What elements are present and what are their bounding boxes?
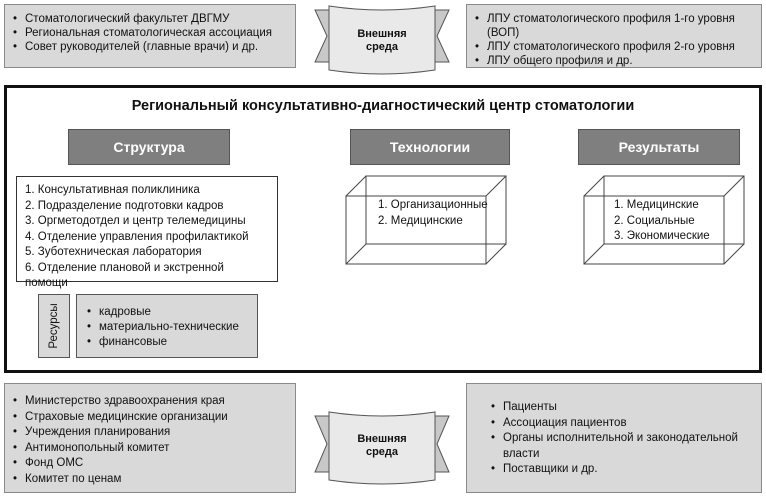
list-item: 4. Отделение управления профилактикой: [25, 230, 249, 243]
list-item: 2. Социальные: [614, 214, 695, 227]
list-item: кадровые: [85, 305, 249, 320]
results-list: 1. Медицинские 2. Социальные 3. Экономич…: [614, 198, 734, 245]
list-item: ЛПУ стоматологического профиля 1-го уров…: [473, 12, 755, 40]
banner-line: Внешняя: [357, 28, 407, 40]
list-item: Органы исполнительной и законодательной …: [489, 431, 753, 462]
list-item: Министерство здравоохранения края: [11, 394, 289, 410]
technologies-header: Технологии: [350, 129, 510, 165]
list-item: Фонд ОМС: [11, 456, 289, 472]
results-header: Результаты: [578, 129, 740, 165]
technologies-list: 1. Организационные 2. Медицинские: [378, 198, 498, 229]
resources-box: кадровые материально-технические финансо…: [76, 294, 258, 358]
list-item: ЛПУ стоматологического профиля 2-го уров…: [473, 40, 755, 54]
banner-line: среда: [365, 41, 399, 53]
list-item: 6. Отделение плановой и экстренной помощ…: [25, 261, 224, 290]
list-item: 3. Оргметодотдел и центр телемедицины: [25, 215, 246, 227]
bottom-banner-label: Внешняя среда: [330, 433, 434, 459]
list-item: 1. Консультативная поликлиника: [25, 184, 200, 196]
list-item: Стоматологический факультет ДВГМУ: [11, 12, 289, 26]
bottom-left-list: Министерство здравоохранения края Страхо…: [11, 394, 289, 487]
technologies-list-box: 1. Организационные 2. Медицинские: [378, 198, 498, 229]
list-item: Страховые медицинские организации: [11, 410, 289, 426]
list-item: 2. Медицинские: [378, 214, 463, 227]
resources-label-box: Ресурсы: [38, 294, 70, 358]
list-item: материально-технические: [85, 320, 249, 335]
list-item: Комитет по ценам: [11, 472, 289, 488]
top-left-box: Стоматологический факультет ДВГМУ Регион…: [4, 4, 296, 68]
list-item: Совет руководителей (главные врачи) и др…: [11, 40, 289, 54]
list-item: Поставщики и др.: [489, 462, 753, 478]
bottom-banner-shape: [314, 411, 450, 485]
results-cube: [583, 175, 745, 265]
resources-label: Ресурсы: [48, 303, 60, 349]
list-item: 3. Экономические: [614, 230, 710, 242]
bottom-left-box: Министерство здравоохранения края Страхо…: [4, 383, 296, 493]
center-title: Региональный консультативно-диагностичес…: [131, 98, 635, 114]
results-list-box: 1. Медицинские 2. Социальные 3. Экономич…: [614, 198, 734, 245]
list-item: 1. Медицинские: [614, 199, 699, 211]
list-item: Учреждения планирования: [11, 425, 289, 441]
structure-list: 1. Консультативная поликлиника 2. Подраз…: [25, 183, 269, 292]
list-item: Региональная стоматологическая ассоциаци…: [11, 26, 289, 40]
technologies-cube: [345, 175, 507, 265]
top-banner-shape: [314, 5, 450, 75]
top-right-box: ЛПУ стоматологического профиля 1-го уров…: [466, 4, 762, 68]
top-banner-label: Внешняя среда: [330, 28, 434, 54]
list-item: ЛПУ общего профиля и др.: [473, 54, 755, 68]
structure-header: Структура: [68, 129, 230, 165]
banner-line: среда: [365, 446, 399, 458]
top-left-list: Стоматологический факультет ДВГМУ Регион…: [11, 12, 289, 54]
list-item: 1. Организационные: [378, 199, 488, 211]
list-item: Пациенты: [489, 400, 753, 416]
bottom-right-box: Пациенты Ассоциация пациентов Органы исп…: [466, 383, 762, 493]
banner-line: Внешняя: [357, 433, 407, 445]
list-item: финансовые: [85, 335, 249, 350]
list-item: Ассоциация пациентов: [489, 416, 753, 432]
resources-list: кадровые материально-технические финансо…: [85, 305, 249, 350]
top-right-list: ЛПУ стоматологического профиля 1-го уров…: [473, 12, 755, 68]
list-item: Антимонопольный комитет: [11, 441, 289, 457]
bottom-right-list: Пациенты Ассоциация пациентов Органы исп…: [489, 400, 753, 478]
list-item: 5. Зуботехническая лаборатория: [25, 246, 202, 258]
structure-box: 1. Консультативная поликлиника 2. Подраз…: [16, 176, 278, 289]
list-item: 2. Подразделение подготовки кадров: [25, 199, 224, 212]
